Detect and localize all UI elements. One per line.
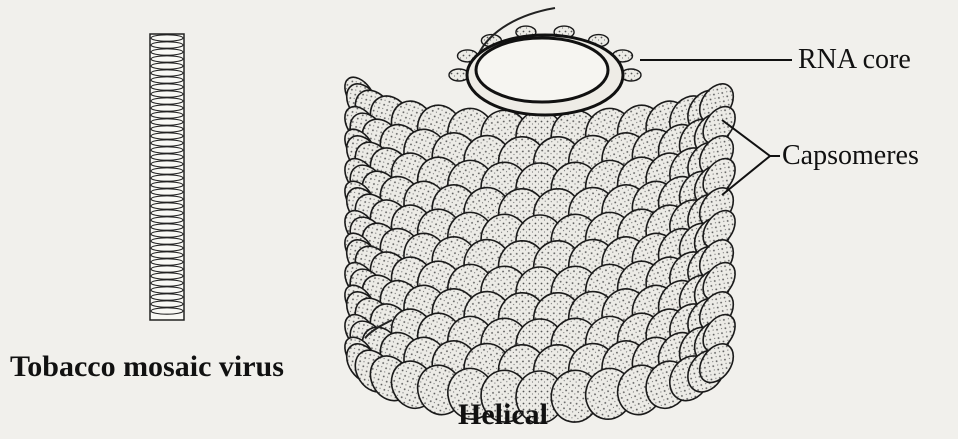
helical-capsid [338,8,741,425]
rna-core-label: RNA core [798,44,911,76]
tobacco-mosaic-virus-label: Tobacco mosaic virus [10,350,284,384]
helical-label: Helical [458,398,548,432]
tmv-rod [150,34,184,320]
capsomeres-label: Capsomeres [782,140,919,172]
rna-core-ring-inner [476,38,608,102]
